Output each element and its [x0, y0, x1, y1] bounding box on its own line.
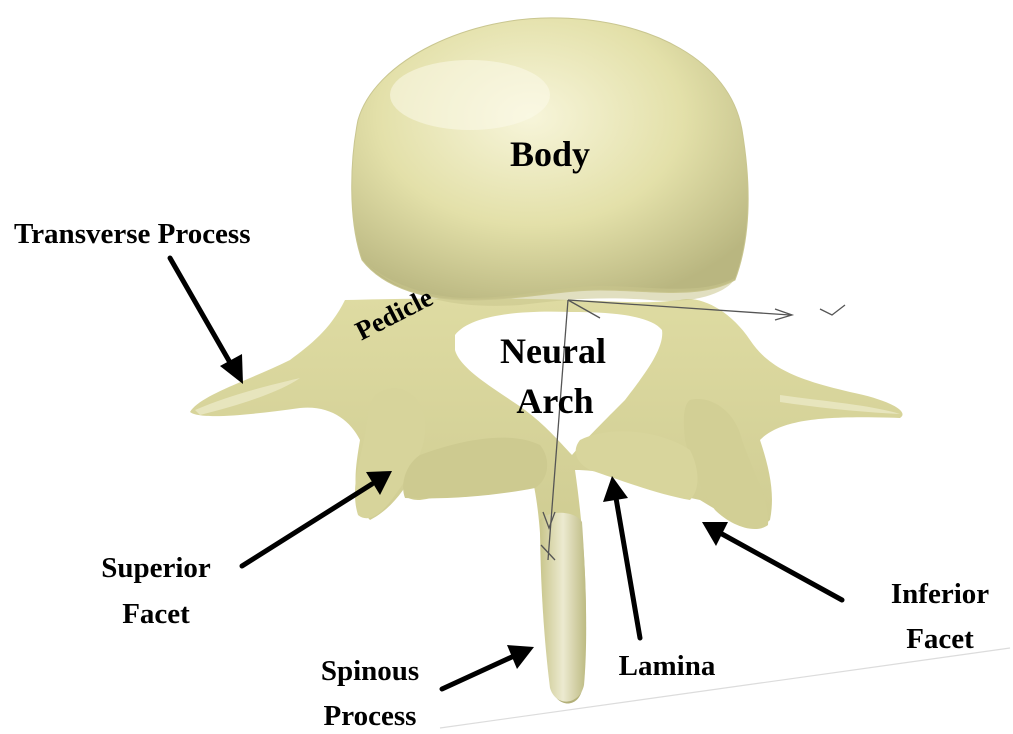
label-neural-arch-line1: Neural [500, 331, 606, 371]
label-body: Body [510, 134, 590, 174]
label-spinous-process-line2: Process [324, 700, 417, 732]
ground-line [440, 648, 1010, 728]
label-neural-arch-line2: Arch [516, 381, 593, 421]
label-superior-facet-line2: Facet [122, 598, 190, 630]
label-spinous-process-line1: Spinous [321, 655, 419, 687]
spinous-process-shape [540, 513, 586, 702]
label-inferior-facet-line1: Inferior [891, 578, 989, 610]
label-superior-facet-line1: Superior [101, 552, 211, 584]
inferior-facet-arrow [722, 534, 842, 600]
spinous-process-arrow [442, 656, 514, 689]
lamina-arrow [616, 498, 640, 638]
label-transverse-process: Transverse Process [14, 218, 251, 250]
axis-y-marker [820, 305, 845, 315]
transverse-process-arrow [170, 258, 232, 366]
transverse-process-arrowhead [220, 354, 243, 384]
label-inferior-facet-line2: Facet [906, 623, 974, 655]
body-highlight [390, 60, 550, 130]
label-lamina: Lamina [619, 650, 716, 682]
superior-facet-arrow [242, 484, 372, 566]
